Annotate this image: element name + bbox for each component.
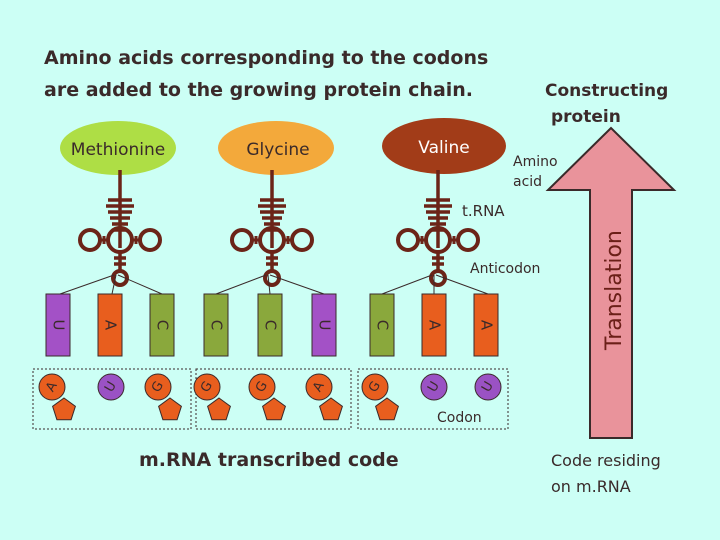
codon-box-1 — [32, 368, 192, 430]
anticodon-base-letter: A — [426, 320, 444, 331]
anticodon-base-letter: A — [102, 320, 120, 331]
anticodon-base-letter: U — [50, 320, 68, 331]
anticodon-base-letter: C — [374, 320, 392, 330]
trna-molecule-3 — [396, 168, 480, 287]
anticodon-base-letter: U — [316, 320, 334, 331]
trna-connectors — [59, 274, 489, 295]
anticodon-base: A — [473, 293, 499, 357]
anticodon-base: U — [45, 293, 71, 357]
trna-molecule-1 — [78, 168, 162, 287]
codon-base: U — [474, 373, 502, 401]
codon-box-3 — [357, 368, 509, 430]
codon-base: G — [193, 373, 231, 421]
anticodon-base-letter: C — [154, 320, 172, 330]
trna-molecule-2 — [230, 168, 314, 287]
anticodon-base: C — [149, 293, 175, 357]
anticodon-base-letter: C — [262, 320, 280, 330]
diagram-title-line-2: are added to the growing protein chain. — [44, 79, 473, 101]
anticodon-base: U — [311, 293, 337, 357]
constructing-protein-line-1: Constructing — [545, 81, 668, 101]
anticodon-label: Anticodon — [470, 261, 540, 277]
code-residing-line-1: Code residing — [551, 451, 661, 470]
codon-base: U — [97, 373, 125, 401]
constructing-protein-line-2: protein — [551, 107, 621, 127]
amino-acid-label-line-1: Amino — [513, 154, 558, 170]
codon-base: G — [144, 373, 182, 421]
codon-label: Codon — [437, 410, 482, 426]
amino-acid-valine: Valine — [382, 118, 506, 174]
codon-base: G — [248, 373, 286, 421]
amino-acid-label-line-2: acid — [513, 174, 542, 190]
diagram-title-line-1: Amino acids corresponding to the codons — [44, 47, 488, 69]
mrna-label: m.RNA transcribed code — [139, 449, 399, 471]
codon-base: A — [38, 373, 76, 421]
anticodon-base: C — [257, 293, 283, 357]
amino-acid-name: Glycine — [246, 140, 309, 160]
trna-label: t.RNA — [462, 202, 505, 220]
codon-base: A — [305, 373, 343, 421]
code-residing-line-2: on m.RNA — [551, 477, 631, 496]
anticodon-base: C — [369, 293, 395, 357]
amino-acid-name: Valine — [418, 138, 469, 158]
anticodon-base-letter: C — [208, 320, 226, 330]
anticodon-base: A — [97, 293, 123, 357]
anticodon-base: A — [421, 293, 447, 357]
codon-box-2 — [195, 368, 352, 430]
amino-acid-glycine: Glycine — [218, 121, 334, 175]
codon-base: U — [420, 373, 448, 401]
anticodon-base-letter: A — [478, 320, 496, 331]
translation-arrow — [545, 126, 677, 439]
translation-label: Translation — [602, 230, 627, 351]
amino-acid-name: Methionine — [71, 140, 165, 160]
anticodon-base: C — [203, 293, 229, 357]
amino-acid-methionine: Methionine — [60, 121, 176, 175]
codon-base: G — [361, 373, 399, 421]
